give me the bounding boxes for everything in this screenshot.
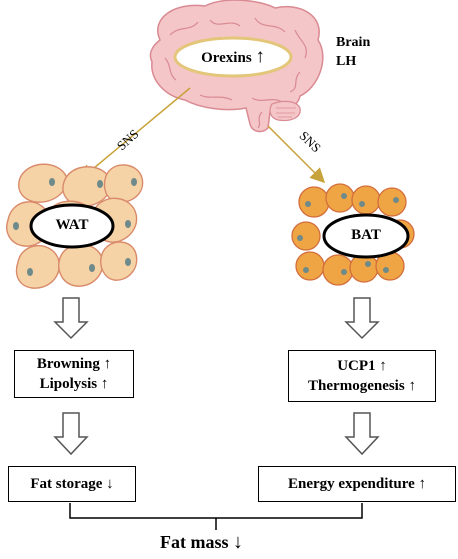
fat-mass-label: Fat mass ↓ (160, 531, 243, 554)
hollow-arrow-left-lower (53, 412, 89, 456)
cerebellum (269, 100, 301, 122)
fat-storage-box: Fat storage ↓ (8, 466, 136, 502)
lipolysis-text: Lipolysis ↑ (39, 376, 109, 392)
sns-arrow-right (267, 125, 326, 184)
brain-illustration (149, 0, 324, 133)
bat-cells (291, 183, 415, 286)
hollow-arrow-right-upper (344, 297, 380, 340)
hollow-arrow-right-lower (344, 412, 380, 456)
bat-nuclei (297, 193, 407, 275)
brain-label-line1: Brain (336, 35, 371, 50)
orexins-up-arrow: ↑ (255, 46, 265, 67)
browning-text: Browning ↑ (36, 355, 112, 372)
orexins-oval (173, 36, 293, 78)
brain-label-line2: LH (336, 53, 357, 69)
fat-mass-text: Fat mass (160, 532, 229, 552)
fat-mass-down-arrow: ↓ (233, 531, 243, 553)
ucp1-text: UCP1 ↑ (337, 357, 387, 374)
browning-lipolysis-box: Browning ↑ Lipolysis ↑ (14, 350, 134, 398)
thermogenesis-text: Thermogenesis ↑ (308, 378, 416, 394)
orexins-text: Orexins (201, 50, 252, 66)
ucp1-thermogenesis-box: UCP1 ↑ Thermogenesis ↑ (288, 350, 436, 402)
orexins-label: Orexins ↑ (175, 46, 291, 68)
brain-label: Brain LH (336, 34, 370, 72)
wat-label: WAT (55, 217, 89, 233)
wat-nuclei (13, 178, 137, 276)
combining-brace (69, 503, 363, 530)
hollow-arrow-left-upper (53, 297, 89, 340)
wat-oval (29, 203, 115, 249)
sns-arrow-left (79, 87, 191, 180)
energy-expenditure-box: Energy expenditure ↑ (258, 466, 456, 502)
bat-oval (322, 213, 410, 259)
bat-label: BAT (351, 227, 381, 243)
